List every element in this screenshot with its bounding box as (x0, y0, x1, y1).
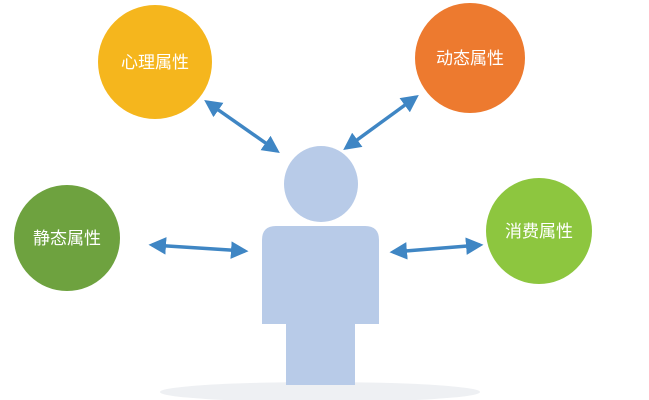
person-body (262, 226, 379, 385)
node-psychological: 心理属性 (98, 5, 212, 119)
node-consumption: 消费属性 (486, 178, 592, 284)
node-consumption-circle (486, 178, 592, 284)
arrows (148, 94, 484, 260)
person-figure (262, 146, 379, 385)
node-psychological-label: 心理属性 (121, 53, 189, 73)
node-dynamic-label: 动态属性 (436, 49, 504, 69)
arrow-dynamic (343, 94, 419, 151)
node-static: 静态属性 (14, 185, 120, 291)
ground-shadow (160, 382, 480, 400)
arrow-static (148, 237, 249, 259)
arrow-psychological (204, 99, 280, 154)
node-consumption-label: 消费属性 (505, 222, 573, 242)
node-dynamic-circle (415, 3, 525, 113)
arrow-consumption (389, 237, 484, 260)
node-dynamic: 动态属性 (415, 3, 525, 113)
node-static-label: 静态属性 (33, 229, 101, 249)
person-head (284, 146, 358, 222)
node-static-circle (14, 185, 120, 291)
node-psychological-circle (98, 5, 212, 119)
